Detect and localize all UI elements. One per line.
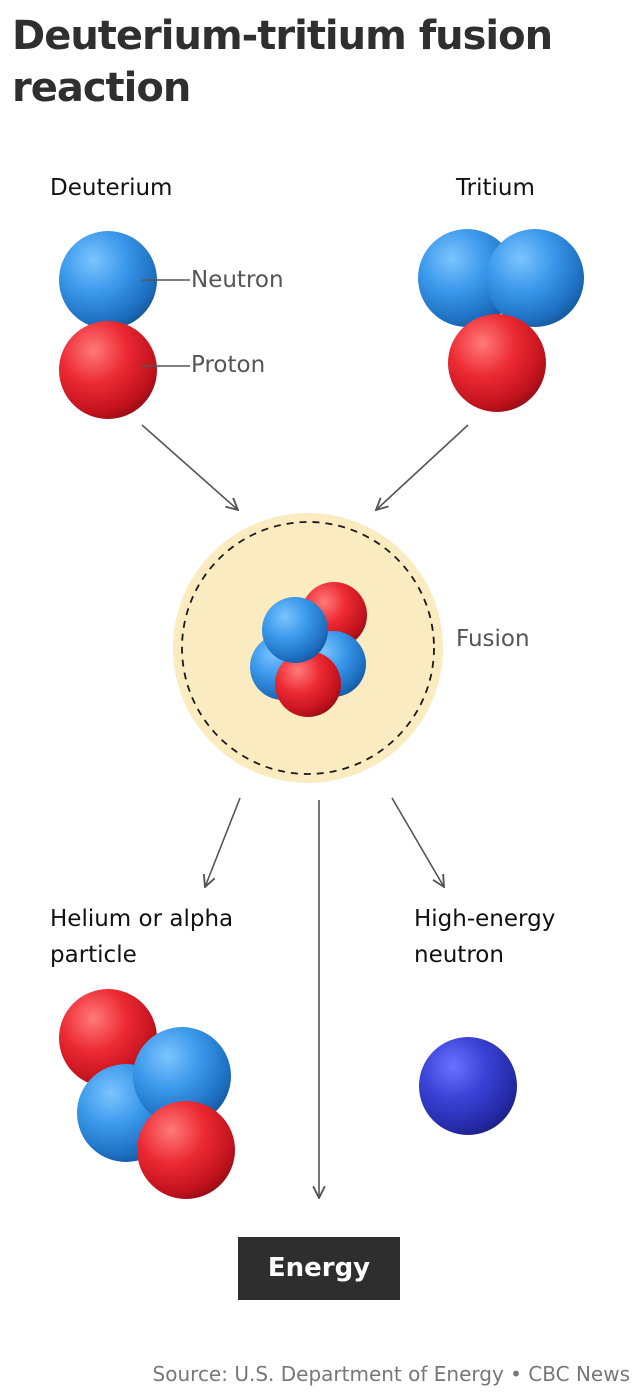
helium-arrow — [205, 797, 241, 887]
fused-neutron-top — [262, 597, 328, 663]
deuterium-label: Deuterium — [50, 175, 173, 201]
fusion-boundary — [181, 521, 435, 775]
tritium-nucleus — [418, 229, 584, 412]
fused-nucleus — [250, 582, 367, 717]
source-credit: Source: U.S. Department of Energy • CBC … — [152, 1362, 630, 1386]
deuterium-proton — [59, 321, 157, 419]
tritium-neutron-right — [486, 229, 584, 327]
helium-proton-top — [59, 989, 157, 1087]
helium-nucleus — [59, 989, 235, 1199]
deuterium-neutron — [59, 231, 157, 329]
diagram-title: Deuterium-tritium fusion reaction — [12, 13, 553, 111]
helium-proton-bottom — [137, 1101, 235, 1199]
tritium-proton — [448, 314, 546, 412]
energy-box: Energy — [238, 1237, 400, 1300]
tritium-neutron-left — [418, 229, 516, 327]
helium-label: Helium or alpha particle — [50, 906, 234, 968]
proton-label: Proton — [191, 352, 266, 378]
fusion-label: Fusion — [456, 626, 530, 652]
deuterium-arrow — [141, 424, 238, 510]
high-energy-neutron-label: High-energy neutron — [414, 906, 556, 968]
high-energy-neutron — [419, 1037, 517, 1135]
neutron-label: Neutron — [191, 267, 284, 293]
deuterium-nucleus — [59, 231, 157, 419]
tritium-label: Tritium — [456, 175, 535, 201]
tritium-arrow — [376, 424, 469, 510]
fused-proton-front — [275, 651, 341, 717]
helium-neutron-right — [133, 1027, 231, 1125]
high-energy-neutron-arrow — [391, 797, 444, 887]
